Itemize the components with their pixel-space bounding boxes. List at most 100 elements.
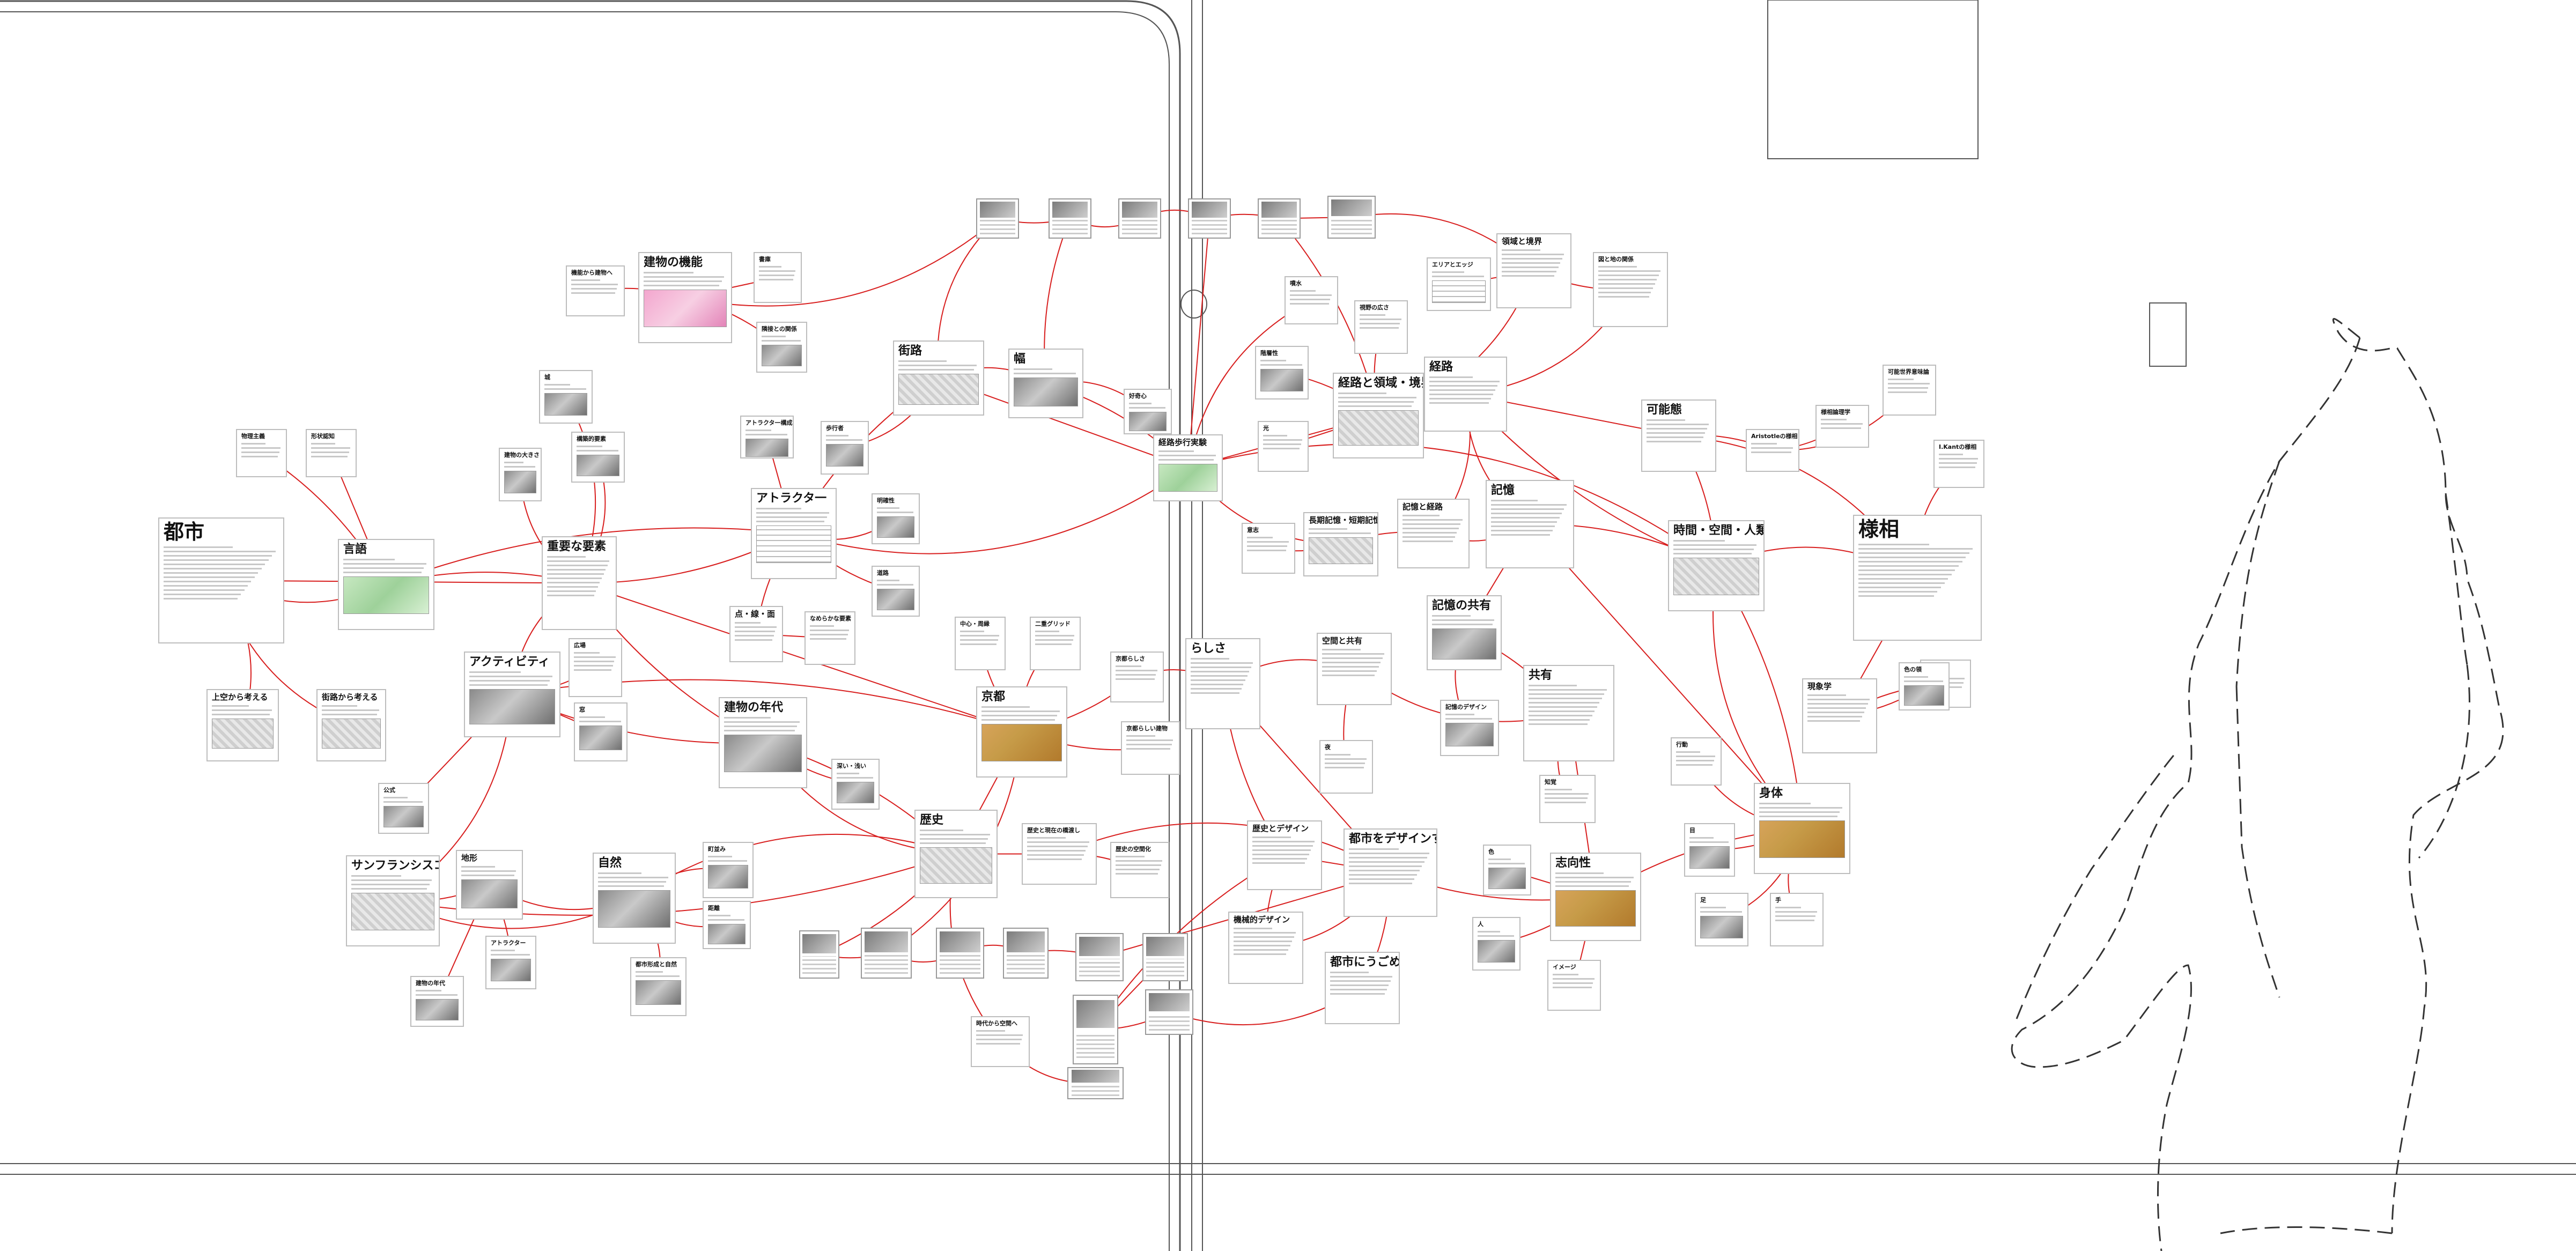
photo-thumbnail[interactable] — [799, 930, 839, 979]
photo-thumbnail[interactable] — [1075, 933, 1124, 981]
node-card-ashi[interactable]: 足 — [1695, 893, 1748, 946]
node-card-koushiki[interactable]: 公式 — [378, 783, 429, 834]
node-card-kyouyuu[interactable]: 共有 — [1523, 665, 1614, 761]
photo-thumbnail[interactable] — [1188, 198, 1231, 239]
node-card-keiro[interactable]: 経路 — [1424, 357, 1507, 432]
node-card-butsuri[interactable]: 物理主義 — [236, 429, 287, 477]
node-card-shikousei[interactable]: 志向性 — [1550, 853, 1641, 941]
node-card-nameraka[interactable]: なめらかな要素 — [804, 611, 855, 665]
node-card-hito[interactable]: 人 — [1472, 917, 1520, 971]
node-card-kinsetsu[interactable]: 隣接との関係 — [756, 322, 807, 373]
node-card-rekishi_design[interactable]: 歴史とデザイン — [1247, 820, 1322, 890]
node-card-machi[interactable]: 町並み — [703, 842, 754, 898]
node-card-funsui[interactable]: 噴水 — [1285, 276, 1338, 324]
node-card-toshi[interactable]: 都市 — [158, 517, 284, 643]
photo-thumbnail[interactable] — [1327, 196, 1376, 239]
node-card-jiko[interactable]: 時代から空間へ — [971, 1016, 1030, 1067]
node-card-keiro_ryouiki[interactable]: 経路と領域・境界 — [1333, 373, 1424, 458]
photo-thumbnail[interactable] — [936, 928, 984, 979]
node-card-nendai[interactable]: 建物の年代 — [719, 697, 807, 788]
photo-thumbnail[interactable] — [1049, 198, 1091, 239]
photo-thumbnail[interactable] — [861, 928, 912, 979]
node-card-rekishi_kuukan[interactable]: 歴史の空間化 — [1110, 842, 1169, 898]
node-card-kenchiku_nendai[interactable]: 建物の年代 — [410, 976, 464, 1027]
node-card-ten_sen_men[interactable]: 点・線・面 — [729, 606, 783, 662]
photo-thumbnail[interactable] — [1145, 989, 1193, 1035]
node-card-activity[interactable]: アクティビティ — [464, 652, 560, 737]
node-card-shintai[interactable]: 身体 — [1754, 783, 1850, 874]
node-card-sf[interactable]: サンフランシスコ — [346, 855, 440, 946]
node-card-shizen[interactable]: 自然 — [593, 853, 676, 944]
node-card-kyori[interactable]: 距離 — [703, 901, 751, 949]
node-card-entrance[interactable]: エリアとエッジ — [1427, 257, 1491, 311]
node-card-attractor_kei[interactable]: アトラクタ一構成 — [740, 416, 794, 458]
node-card-kaisou[interactable]: 階層性 — [1255, 346, 1309, 399]
node-card-keiro_hokou[interactable]: 経路歩行実験 — [1153, 434, 1223, 501]
node-card-ooki[interactable]: 建物の大きさ — [499, 448, 542, 501]
photo-thumbnail[interactable] — [1118, 198, 1161, 239]
node-card-hokou_sha[interactable]: 歩行者 — [821, 421, 869, 475]
node-card-kyoto[interactable]: 京都 — [976, 686, 1067, 778]
node-card-me[interactable]: 目 — [1684, 823, 1735, 877]
node-card-te[interactable]: 手 — [1770, 893, 1824, 946]
node-card-mado[interactable]: 窓 — [574, 702, 628, 761]
node-card-ryouiki[interactable]: 領域と境界 — [1496, 233, 1571, 308]
node-card-kanou_sekai[interactable]: 可能世界意味論 — [1883, 365, 1936, 416]
photo-thumbnail[interactable] — [1142, 933, 1188, 981]
node-card-ketsu[interactable]: 記憶のデザイン — [1440, 700, 1499, 756]
node-card-shokai[interactable]: 書庫 — [754, 252, 802, 303]
photo-thumbnail[interactable] — [1067, 1067, 1124, 1099]
node-card-gengo[interactable]: 言語 — [338, 539, 434, 630]
node-card-meikaku[interactable]: 明確性 — [872, 493, 920, 544]
node-card-doro[interactable]: 道路 — [872, 566, 920, 617]
node-card-hikari[interactable]: 光 — [1258, 421, 1309, 472]
node-card-chushin[interactable]: 中心・周縁 — [955, 617, 1006, 670]
node-card-hiroba[interactable]: 広場 — [569, 638, 622, 697]
node-card-gairo_kara[interactable]: 街路から考える — [316, 689, 386, 761]
node-card-koudou[interactable]: 行動 — [1671, 737, 1722, 786]
node-card-kyoto_kenchiku[interactable]: 京都らしい建物 — [1121, 721, 1180, 775]
node-card-shoku[interactable]: 色 — [1483, 845, 1531, 895]
node-card-chikei[interactable]: 地形 — [456, 850, 523, 920]
node-card-toshi_design[interactable]: 都市をデザインする — [1344, 828, 1437, 917]
node-card-kioku[interactable]: 記憶 — [1486, 480, 1574, 568]
node-card-rekishi_gendai[interactable]: 歴史と現在の橋渡し — [1022, 823, 1097, 885]
node-card-kuukan_kyouyuu[interactable]: 空間と共有 — [1317, 633, 1392, 705]
node-card-kioku_kyouyuu[interactable]: 記憶の共有 — [1427, 595, 1502, 670]
node-card-kioku_keiro[interactable]: 記憶と経路 — [1397, 499, 1470, 568]
node-card-kikagaku[interactable]: 機械的デザイン — [1228, 912, 1303, 984]
node-card-gairo[interactable]: 街路 — [893, 340, 984, 416]
node-card-toshi_chikara[interactable]: 都市にうごめく力 — [1325, 952, 1400, 1024]
node-card-kanousei[interactable]: 可能態 — [1641, 399, 1716, 472]
node-card-image[interactable]: イメージ — [1547, 960, 1601, 1011]
node-card-rashisa[interactable]: らしさ — [1185, 638, 1260, 729]
node-card-chishiki[interactable]: 知覚 — [1539, 775, 1596, 823]
node-card-yousou_ronri[interactable]: 様相論理学 — [1815, 405, 1869, 448]
node-card-jikan[interactable]: 時間・空間・人類 — [1668, 520, 1765, 611]
node-card-kant[interactable]: I.Kantの様相 — [1933, 440, 1984, 488]
node-card-toshi_keisei[interactable]: 都市形成と自然 — [630, 957, 687, 1016]
node-card-zuchi[interactable]: 図と地の関係 — [1593, 252, 1668, 327]
photo-thumbnail[interactable] — [1073, 995, 1118, 1064]
photo-thumbnail[interactable] — [1003, 928, 1049, 979]
node-card-kouki[interactable]: 好奇心 — [1124, 389, 1172, 434]
node-card-keijo[interactable]: 形状認知 — [306, 429, 357, 477]
node-card-aristotle[interactable]: Aristotleの様相 — [1746, 429, 1799, 472]
node-card-rekishi[interactable]: 歴史 — [914, 810, 998, 898]
node-card-attractor[interactable]: アトラクタ一 — [751, 488, 837, 579]
node-card-nijuu[interactable]: 二重グリッド — [1030, 617, 1081, 670]
node-card-shiro[interactable]: 城 — [539, 370, 593, 424]
node-card-kenchiku_youso[interactable]: 構築的要素 — [571, 432, 625, 483]
node-card-kenchiku_kinou[interactable]: 建物の機能 — [638, 252, 732, 343]
photo-thumbnail[interactable] — [976, 198, 1019, 239]
node-card-yoru[interactable]: 夜 — [1319, 740, 1373, 794]
node-card-yousou[interactable]: 様相 — [1853, 515, 1982, 641]
photo-thumbnail[interactable] — [1258, 198, 1301, 239]
node-card-genshou[interactable]: 現象学 — [1802, 678, 1877, 753]
node-card-choki[interactable]: 長期記憶・短期記憶 — [1303, 512, 1378, 576]
node-card-ishi[interactable]: 意志 — [1242, 523, 1295, 574]
node-card-fukai[interactable]: 深い・浅い — [831, 759, 880, 810]
node-card-attractor2[interactable]: アトラクター — [485, 936, 536, 989]
node-card-haba[interactable]: 幅 — [1008, 349, 1083, 418]
node-card-kinou_kara[interactable]: 機能から建物へ — [566, 265, 625, 316]
